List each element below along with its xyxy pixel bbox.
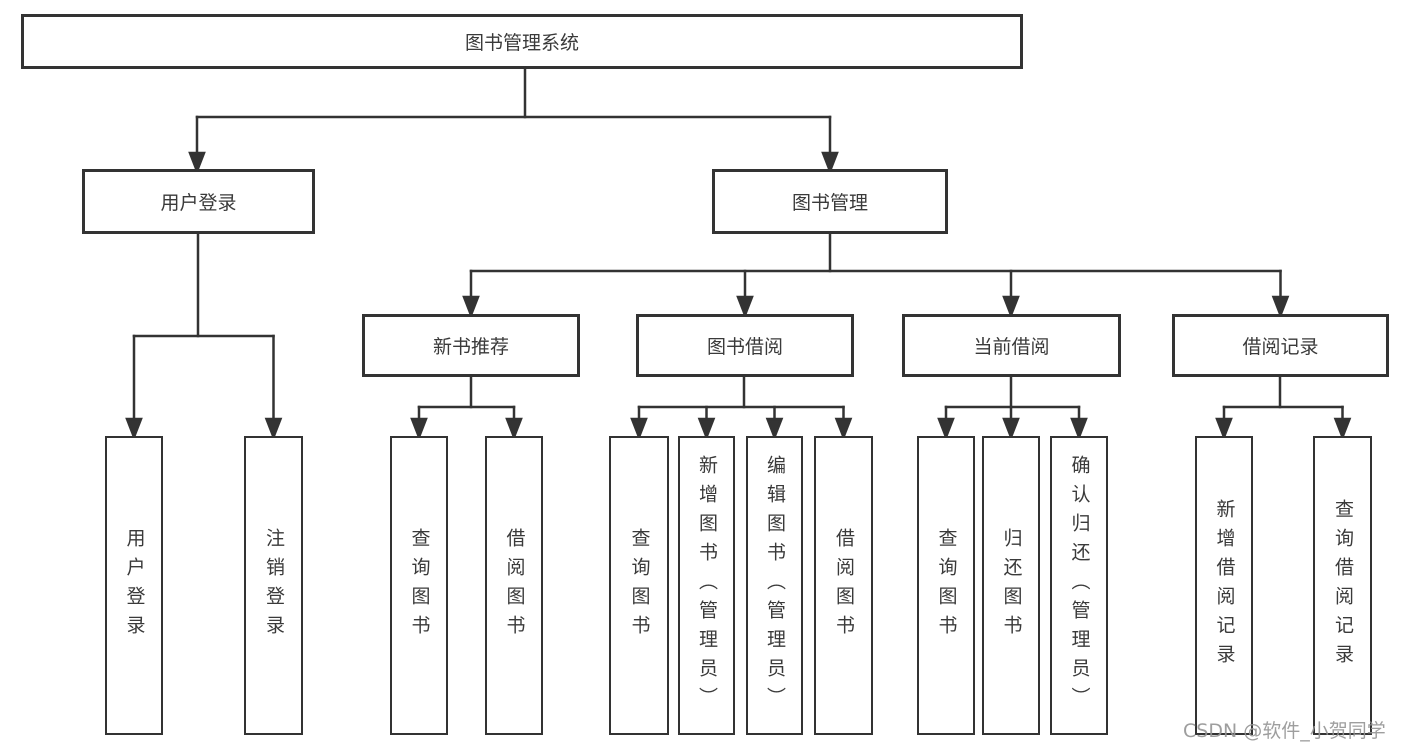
node-label: 用户登录 xyxy=(160,192,237,214)
node-label: 查询图书 xyxy=(408,527,431,644)
node-borrowing-records: 借阅记录 xyxy=(1172,314,1389,377)
node-label: 新增借阅记录 xyxy=(1213,498,1236,673)
leaf-borrow-books-borrowing: 借阅图书 xyxy=(814,436,873,735)
node-label: 查询图书 xyxy=(628,527,651,644)
csdn-watermark: CSDN @软件_小贺同学 xyxy=(1183,720,1386,742)
leaf-confirm-return-admin: 确认归还（管理员） xyxy=(1050,436,1108,735)
node-book-borrowing: 图书借阅 xyxy=(636,314,854,377)
node-library-management-system: 图书管理系统 xyxy=(21,14,1023,69)
leaf-query-books-recommend: 查询图书 xyxy=(390,436,448,735)
leaf-borrow-books-recommend: 借阅图书 xyxy=(485,436,543,735)
node-label: 借阅记录 xyxy=(1242,336,1319,358)
node-new-book-recommendation: 新书推荐 xyxy=(362,314,580,377)
node-label: 图书管理 xyxy=(791,192,868,214)
node-label: 借阅图书 xyxy=(503,527,526,644)
leaf-logout: 注销登录 xyxy=(244,436,303,735)
node-label: 借阅图书 xyxy=(833,527,855,644)
node-current-borrowing: 当前借阅 xyxy=(902,314,1121,377)
node-label: 编辑图书（管理员） xyxy=(764,455,786,716)
node-label: 查询借阅记录 xyxy=(1332,498,1354,673)
node-user-login: 用户登录 xyxy=(82,169,315,234)
node-label: 新增图书（管理员） xyxy=(696,455,718,716)
node-book-management: 图书管理 xyxy=(712,169,948,234)
leaf-query-borrow-record: 查询借阅记录 xyxy=(1313,436,1372,735)
leaf-query-books-borrowing: 查询图书 xyxy=(609,436,669,735)
node-label: 当前借阅 xyxy=(973,336,1050,358)
node-label: 查询图书 xyxy=(935,527,958,644)
leaf-edit-books-admin: 编辑图书（管理员） xyxy=(746,436,803,735)
leaf-return-books: 归还图书 xyxy=(982,436,1040,735)
node-label: 图书借阅 xyxy=(706,336,783,358)
node-label: 归还图书 xyxy=(1000,527,1023,644)
leaf-add-books-admin: 新增图书（管理员） xyxy=(678,436,735,735)
node-label: 确认归还（管理员） xyxy=(1068,455,1091,716)
node-label: 图书管理系统 xyxy=(464,32,579,54)
leaf-query-books-current: 查询图书 xyxy=(917,436,975,735)
node-label: 注销登录 xyxy=(263,527,285,644)
leaf-user-login: 用户登录 xyxy=(105,436,163,735)
node-label: 新书推荐 xyxy=(432,336,509,358)
node-label: 用户登录 xyxy=(123,527,146,644)
leaf-add-borrow-record: 新增借阅记录 xyxy=(1195,436,1253,735)
